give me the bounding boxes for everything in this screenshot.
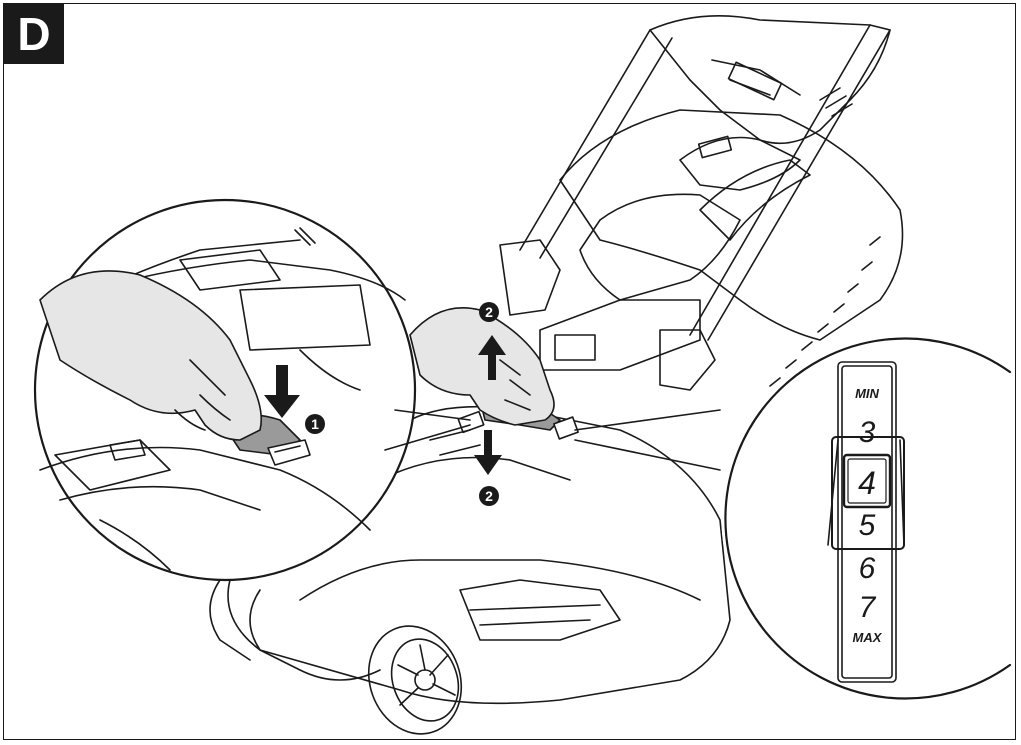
figure-label: D — [4, 4, 64, 64]
height-scale-panel — [827, 361, 905, 683]
step-badges — [305, 302, 499, 506]
step-one-badge — [305, 414, 325, 434]
scale-num-4: 4 — [858, 465, 876, 501]
press-down-arrow-icon — [264, 365, 300, 418]
height-selector-outer — [831, 436, 905, 550]
scale-min-label: MIN — [855, 386, 879, 401]
step-two-badge-top — [479, 302, 499, 322]
height-selector-window — [842, 453, 892, 509]
scale-num-3: 3 — [859, 416, 876, 449]
arrow-down-icon — [474, 430, 502, 475]
handle-grip — [649, 14, 891, 145]
hand-on-lever — [409, 307, 555, 426]
scale-num-5: 5 — [859, 509, 876, 542]
handle-left-bar — [519, 29, 673, 259]
figure-frame — [3, 3, 1016, 740]
left-detail-magnifier — [33, 198, 471, 582]
grass-box — [559, 109, 904, 341]
right-detail-magnifier — [574, 337, 1012, 700]
scale-num-6: 6 — [859, 552, 876, 585]
step-two-text-top: 2 — [485, 304, 493, 320]
handle-switch — [727, 61, 783, 101]
scale-max-label: MAX — [853, 630, 883, 645]
mower-body — [209, 14, 904, 705]
step-one-text: 1 — [311, 416, 319, 432]
scale-num-7: 7 — [859, 591, 877, 624]
up-down-arrows — [474, 335, 506, 475]
arrow-up-icon — [478, 335, 506, 380]
step-two-badge-bottom — [479, 486, 499, 506]
rear-wheel — [367, 625, 463, 735]
handle-right-bar — [689, 24, 891, 341]
step-two-text-bottom: 2 — [485, 488, 493, 504]
